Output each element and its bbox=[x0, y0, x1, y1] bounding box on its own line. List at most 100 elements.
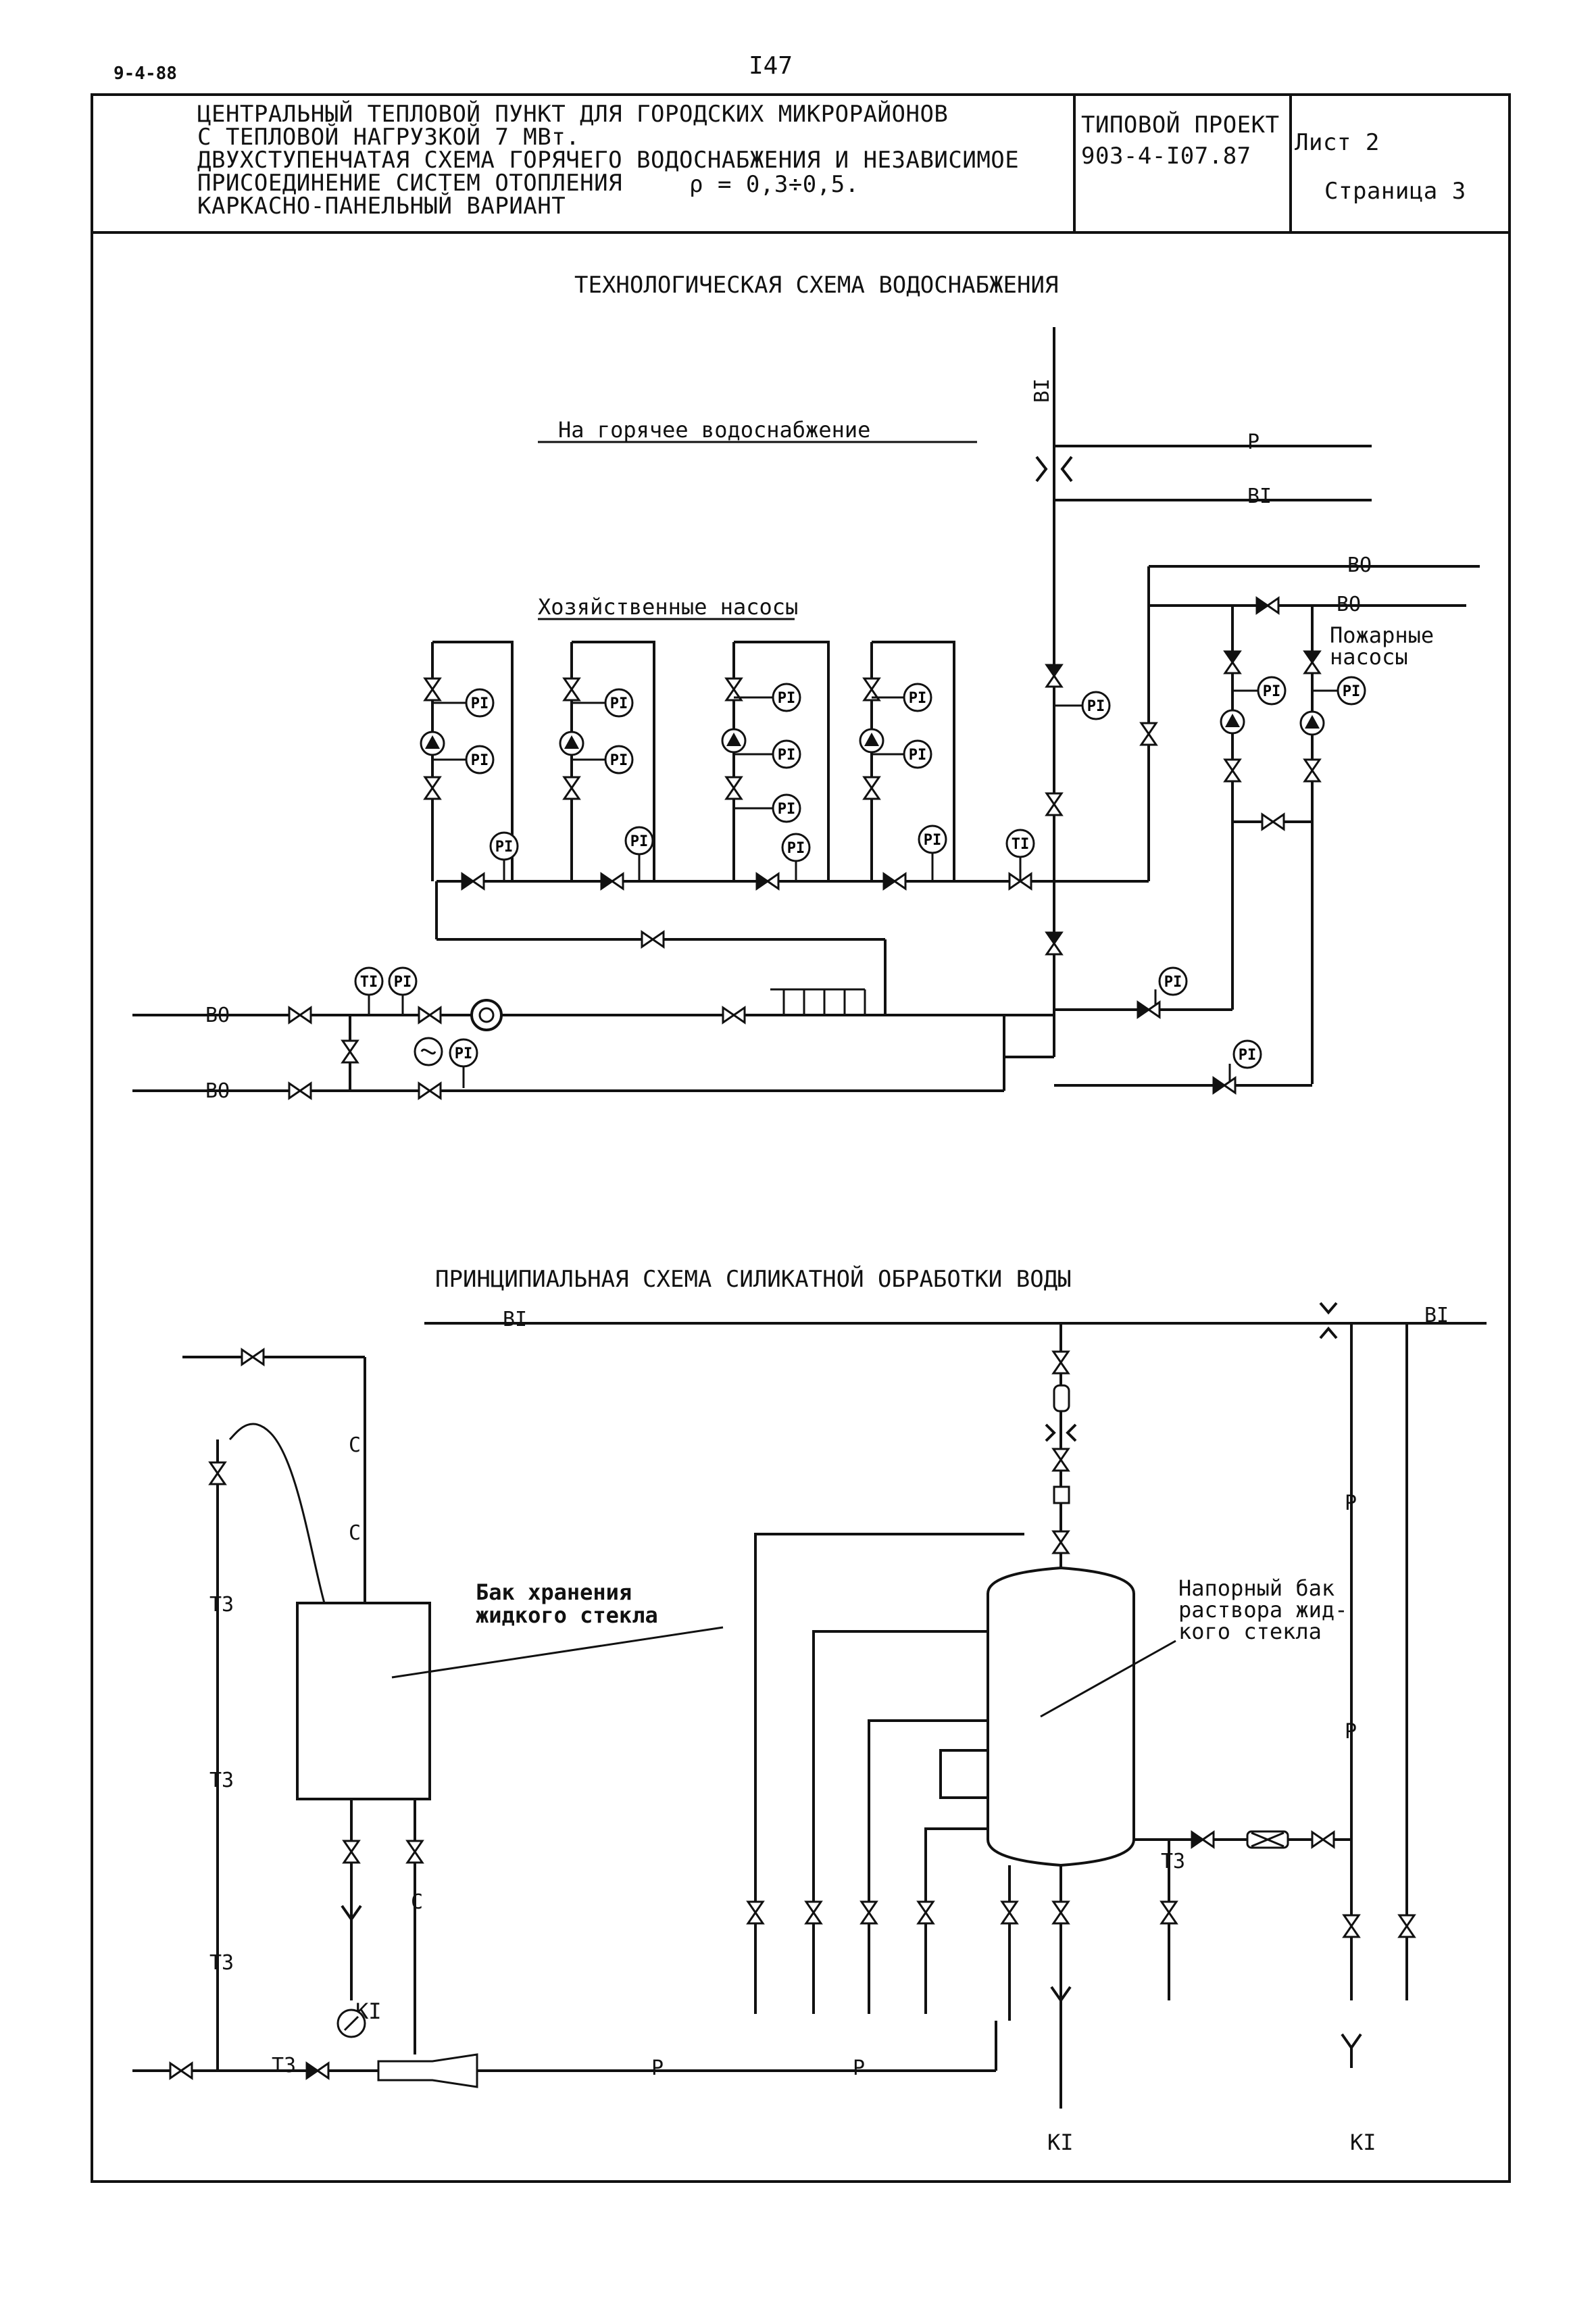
gauge-label: PI bbox=[610, 695, 628, 712]
pressure-tank-label-2: раствора жид- bbox=[1178, 1597, 1348, 1623]
s2-outlet-valve[interactable] bbox=[1311, 1831, 1335, 1848]
s2-branch-valve-5[interactable] bbox=[1001, 1900, 1018, 1925]
water-meter bbox=[470, 999, 503, 1031]
page-stamp: 9-4-88 bbox=[114, 64, 177, 84]
title-line-5: КАРКАСНО-ПАНЕЛЬНЫЙ ВАРИАНТ bbox=[197, 193, 566, 220]
dosing-fittings bbox=[770, 988, 866, 1015]
gauge-label: PI bbox=[1343, 683, 1361, 700]
scheme2-title: ПРИНЦИПИАЛЬНАЯ СХЕМА СИЛИКАТНОЙ ОБРАБОТК… bbox=[435, 1266, 1072, 1293]
household-pumps-label: Хозяйственные насосы bbox=[538, 594, 799, 620]
gauge-label: PI bbox=[455, 1045, 473, 1062]
scheme1-title: ТЕХНОЛОГИЧЕСКАЯ СХЕМА ВОДОСНАБЖЕНИЯ bbox=[574, 272, 1059, 299]
s2-branch-valve-6[interactable] bbox=[1052, 1900, 1070, 1925]
fire-pump-1[interactable] bbox=[1220, 606, 1245, 1000]
gauge-label: TI bbox=[360, 974, 378, 991]
inlet-check-valve-2[interactable] bbox=[1212, 1077, 1237, 1094]
riser-check-valve-1[interactable] bbox=[1045, 664, 1063, 688]
household-pump-header bbox=[435, 565, 1480, 1014]
gauge-label: PI bbox=[471, 695, 489, 712]
gauge-label: PI bbox=[909, 747, 927, 764]
fire-pump-2[interactable] bbox=[1299, 606, 1325, 1084]
pressure-gauges: PI PI PI PI PI PI PI PI PI PI PI PI PI P… bbox=[354, 676, 1366, 1088]
s2-ejector bbox=[377, 2053, 478, 2088]
s2-branch-valve-3[interactable] bbox=[860, 1900, 878, 1925]
sheet-frame bbox=[91, 93, 1511, 2183]
gauge-label: PI bbox=[924, 832, 942, 849]
gauge-label: PI bbox=[778, 747, 796, 764]
storage-tank bbox=[132, 1356, 997, 2072]
s2-label-k1-middle: KI bbox=[1047, 2130, 1074, 2155]
s2-right-valve-1[interactable] bbox=[1343, 1914, 1360, 1938]
s2-tank-inlet-valve-3[interactable] bbox=[1052, 1530, 1070, 1554]
s2-flow-gauge bbox=[336, 2009, 366, 2038]
gauge-label: PI bbox=[471, 752, 489, 769]
s2-outlet-check-valve[interactable] bbox=[1191, 1831, 1215, 1848]
gauge-label: PI bbox=[1087, 698, 1105, 715]
gauge-label: PI bbox=[495, 839, 514, 856]
s2-bottom-check-valve[interactable] bbox=[305, 2062, 330, 2079]
gauge-label: PI bbox=[1164, 974, 1182, 991]
s2-label-p-h2: P bbox=[850, 2059, 868, 2079]
pressure-tank-branches bbox=[754, 1533, 1170, 2109]
household-pump-3[interactable] bbox=[721, 641, 830, 890]
page-number: I47 bbox=[749, 52, 793, 80]
s2-label-t3-horizontal: T3 bbox=[269, 2056, 299, 2076]
inlet-valve-3[interactable] bbox=[418, 1006, 442, 1024]
gauge-label: PI bbox=[610, 752, 628, 769]
s2-drain-left bbox=[341, 1904, 362, 1922]
storage-tank-label-1: Бак хранения bbox=[476, 1579, 632, 1605]
fire-pump-check-valve[interactable] bbox=[1255, 597, 1280, 614]
s2-label-c-upper: C bbox=[346, 1435, 364, 1456]
s2-strainer bbox=[1246, 1830, 1289, 1849]
s2-branch-valve-2[interactable] bbox=[805, 1900, 822, 1925]
s2-right-valve-2[interactable] bbox=[1398, 1914, 1416, 1938]
title-line-2: С ТЕПЛОВОЙ НАГРУЗКОЙ 7 МВт. bbox=[197, 124, 580, 151]
s2-label-p-h1: P bbox=[649, 2059, 667, 2079]
inlet-valve-1[interactable] bbox=[288, 1006, 312, 1024]
s2-tank-inlet-valve-2[interactable] bbox=[1052, 1448, 1070, 1472]
inlet-valve-5[interactable] bbox=[722, 1006, 746, 1024]
inlet-check-valve-1[interactable] bbox=[1137, 1001, 1161, 1018]
fire-pumps-label-2: насосы bbox=[1330, 644, 1408, 670]
s2-branch-valve-4[interactable] bbox=[917, 1900, 934, 1925]
s2-t3-tank-valve[interactable] bbox=[1160, 1900, 1178, 1925]
inlet-valve-4[interactable] bbox=[418, 1082, 442, 1100]
riser-check-valve-2[interactable] bbox=[1045, 931, 1063, 956]
inlet-lines-b0 bbox=[132, 1000, 1312, 1092]
s2-label-k1-right: KI bbox=[1350, 2130, 1376, 2155]
s2-label-t3-tank: T3 bbox=[1158, 1852, 1189, 1872]
pressure-tank-label-1: Напорный бак bbox=[1178, 1575, 1335, 1601]
s2-bottom-valve-1[interactable] bbox=[169, 2062, 193, 2079]
s2-label-t3-middle: T3 bbox=[207, 1771, 237, 1791]
project-label: ТИПОВОЙ ПРОЕКТ bbox=[1081, 112, 1280, 139]
s2-storage-top-valve[interactable] bbox=[241, 1348, 265, 1366]
bypass-header-valve[interactable] bbox=[641, 931, 665, 948]
title-underlines bbox=[538, 441, 977, 620]
storage-tank-label-2: жидкого стекла bbox=[476, 1602, 658, 1628]
s2-storage-valve-1[interactable] bbox=[343, 1840, 360, 1864]
inlet-bypass-valve[interactable] bbox=[341, 1039, 359, 1064]
s2-tank-inlet-valve-1[interactable] bbox=[1052, 1350, 1070, 1375]
title-line-3: ДВУХСТУПЕНЧАТАЯ СХЕМА ГОРЯЧЕГО ВОДОСНАБЖ… bbox=[197, 147, 1020, 174]
s2-storage-valve-2[interactable] bbox=[406, 1840, 424, 1864]
household-pump-1[interactable] bbox=[420, 641, 514, 890]
fire-pump-crossover-valve[interactable] bbox=[1261, 813, 1285, 831]
household-pump-2[interactable] bbox=[559, 641, 655, 890]
riser-valve-1[interactable] bbox=[1045, 792, 1063, 816]
project-number: 903-4-I07.87 bbox=[1081, 143, 1251, 170]
inlet-valve-2[interactable] bbox=[288, 1082, 312, 1100]
s2-tank-filter bbox=[1045, 1384, 1077, 1504]
gauge-label: PI bbox=[394, 974, 412, 991]
s2-branch-valve-1[interactable] bbox=[747, 1900, 764, 1925]
bypass-valve[interactable] bbox=[1140, 722, 1157, 746]
sheet-number: Лист 2 bbox=[1295, 129, 1380, 156]
s2-t3-valve[interactable] bbox=[209, 1461, 226, 1485]
s2-label-t3-lower: T3 bbox=[207, 1953, 237, 1973]
s2-drain-right bbox=[1341, 2033, 1362, 2068]
household-pump-4[interactable] bbox=[859, 641, 955, 890]
s2-label-b1-left: BI bbox=[500, 1310, 530, 1330]
s2-label-c-middle: C bbox=[346, 1523, 364, 1544]
s2-drain-middle bbox=[1050, 1986, 1072, 2003]
gauge-label: PI bbox=[778, 690, 796, 707]
